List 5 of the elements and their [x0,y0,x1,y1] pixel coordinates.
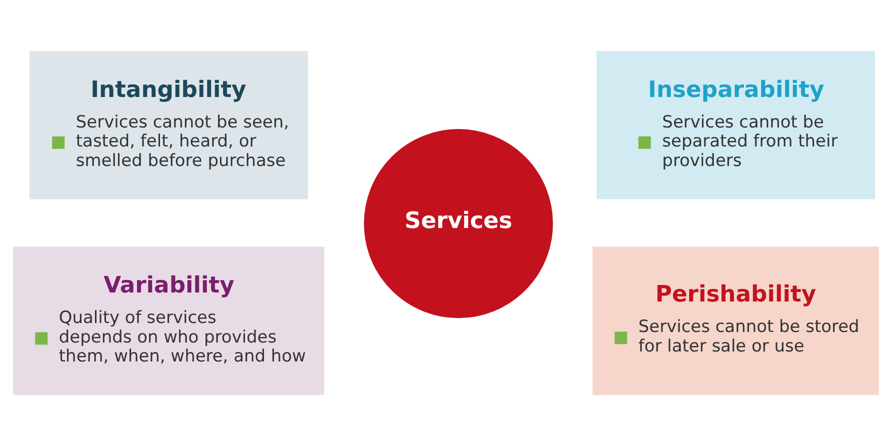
node-box: Intangibility Services cannot be seen, tasted, felt, heard, or smelled before purchase [29,50,308,199]
node-box: Variability Quality of services depends on who provides them, when, where, and how [13,246,324,395]
node-box: Inseparability Services cannot be separated from their providers [596,50,875,199]
node-box: Perishability Services cannot be stored for later sale or use [592,246,879,395]
node-circle: Services [364,128,553,318]
